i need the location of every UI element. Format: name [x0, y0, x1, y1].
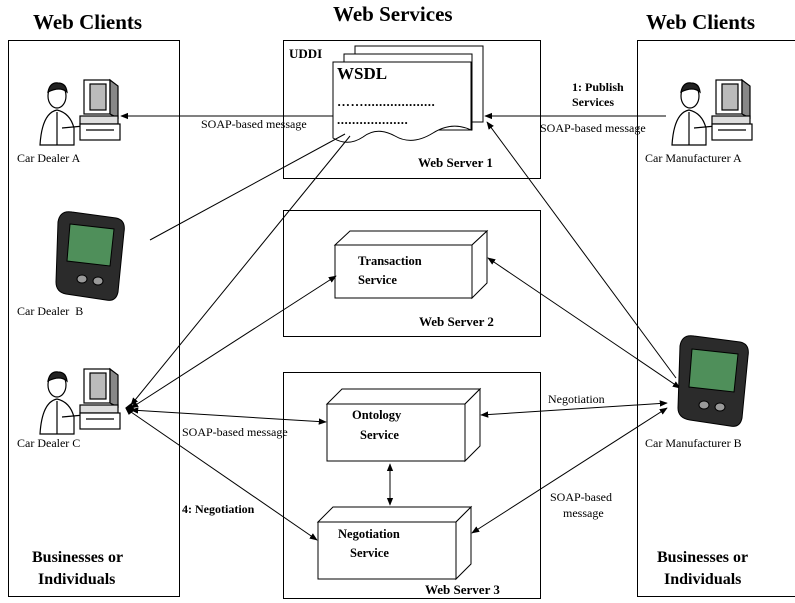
right-header: Web Clients — [646, 10, 756, 34]
center-header: Web Services — [333, 2, 453, 26]
car-dealer-a-label: Car Dealer A — [17, 151, 81, 165]
left-footer-line-1: Businesses or — [32, 549, 124, 566]
soap-message-label-mfr-b-2: message — [563, 506, 604, 520]
ontology-service-cube — [325, 387, 482, 463]
negotiation-service-label-1: Negotiation — [338, 527, 400, 541]
ontology-service-label-1: Ontology — [352, 408, 402, 422]
negotiation-step-label: 4: Negotiation — [182, 502, 255, 516]
negotiation-service-cube — [316, 505, 473, 581]
line-dealer-b-to-wsdl — [149, 133, 346, 241]
arrow-mfr-b-transaction — [487, 257, 681, 389]
wsdl-dots-line-2: ................... — [337, 112, 409, 127]
car-dealer-c-label: Car Dealer C — [17, 436, 81, 450]
wsdl-dots-line-1: ……................... — [337, 94, 436, 109]
left-header: Web Clients — [33, 10, 143, 34]
ontology-service-label-2: Service — [360, 428, 399, 442]
right-footer-line-1: Businesses or — [657, 549, 749, 566]
soap-message-label-mfr-b-1: SOAP-based — [550, 490, 612, 504]
transaction-service-cube — [333, 229, 489, 300]
arrow-dealer-c-negotiation — [130, 411, 318, 541]
car-dealer-b-label: Car Dealer B — [17, 304, 84, 318]
car-dealer-c-icon — [39, 367, 135, 435]
arrow-wsdl-to-dealer-c — [130, 135, 351, 406]
wsdl-label: WSDL — [337, 64, 388, 83]
web-server-1-label: Web Server 1 — [418, 155, 493, 170]
car-manufacturer-a-icon — [671, 78, 753, 146]
arrow-dealer-c-ontology — [130, 407, 327, 425]
transaction-service-label-1: Transaction — [358, 254, 422, 268]
car-manufacturer-b-label: Car Manufacturer B — [645, 436, 742, 450]
arrow-dealer-c-transaction — [130, 275, 337, 409]
soap-message-label-dealer-c: SOAP-based message — [182, 425, 288, 439]
web-server-3-label: Web Server 3 — [425, 582, 500, 597]
negotiation-service-label-2: Service — [350, 546, 389, 560]
soap-message-label-left: SOAP-based message — [201, 117, 307, 131]
publish-step-label-1: 1: Publish — [572, 80, 624, 94]
transaction-service-label-2: Service — [358, 273, 397, 287]
left-footer-line-2: Individuals — [38, 571, 116, 588]
car-manufacturer-b-pda-icon — [677, 335, 749, 427]
arrow-mfr-b-negotiation — [471, 407, 668, 534]
uddi-label: UDDI — [289, 46, 323, 61]
car-dealer-b-pda-icon — [55, 211, 125, 301]
car-dealer-a-icon — [39, 78, 121, 146]
car-manufacturer-a-label: Car Manufacturer A — [645, 151, 742, 165]
right-footer-line-2: Individuals — [664, 571, 742, 588]
soap-message-label-right: SOAP-based message — [540, 121, 646, 135]
wsdl-document-stack — [332, 45, 484, 143]
negotiation-label: Negotiation — [548, 392, 605, 406]
publish-step-label-2: Services — [572, 95, 614, 109]
web-server-2-label: Web Server 2 — [419, 314, 494, 329]
